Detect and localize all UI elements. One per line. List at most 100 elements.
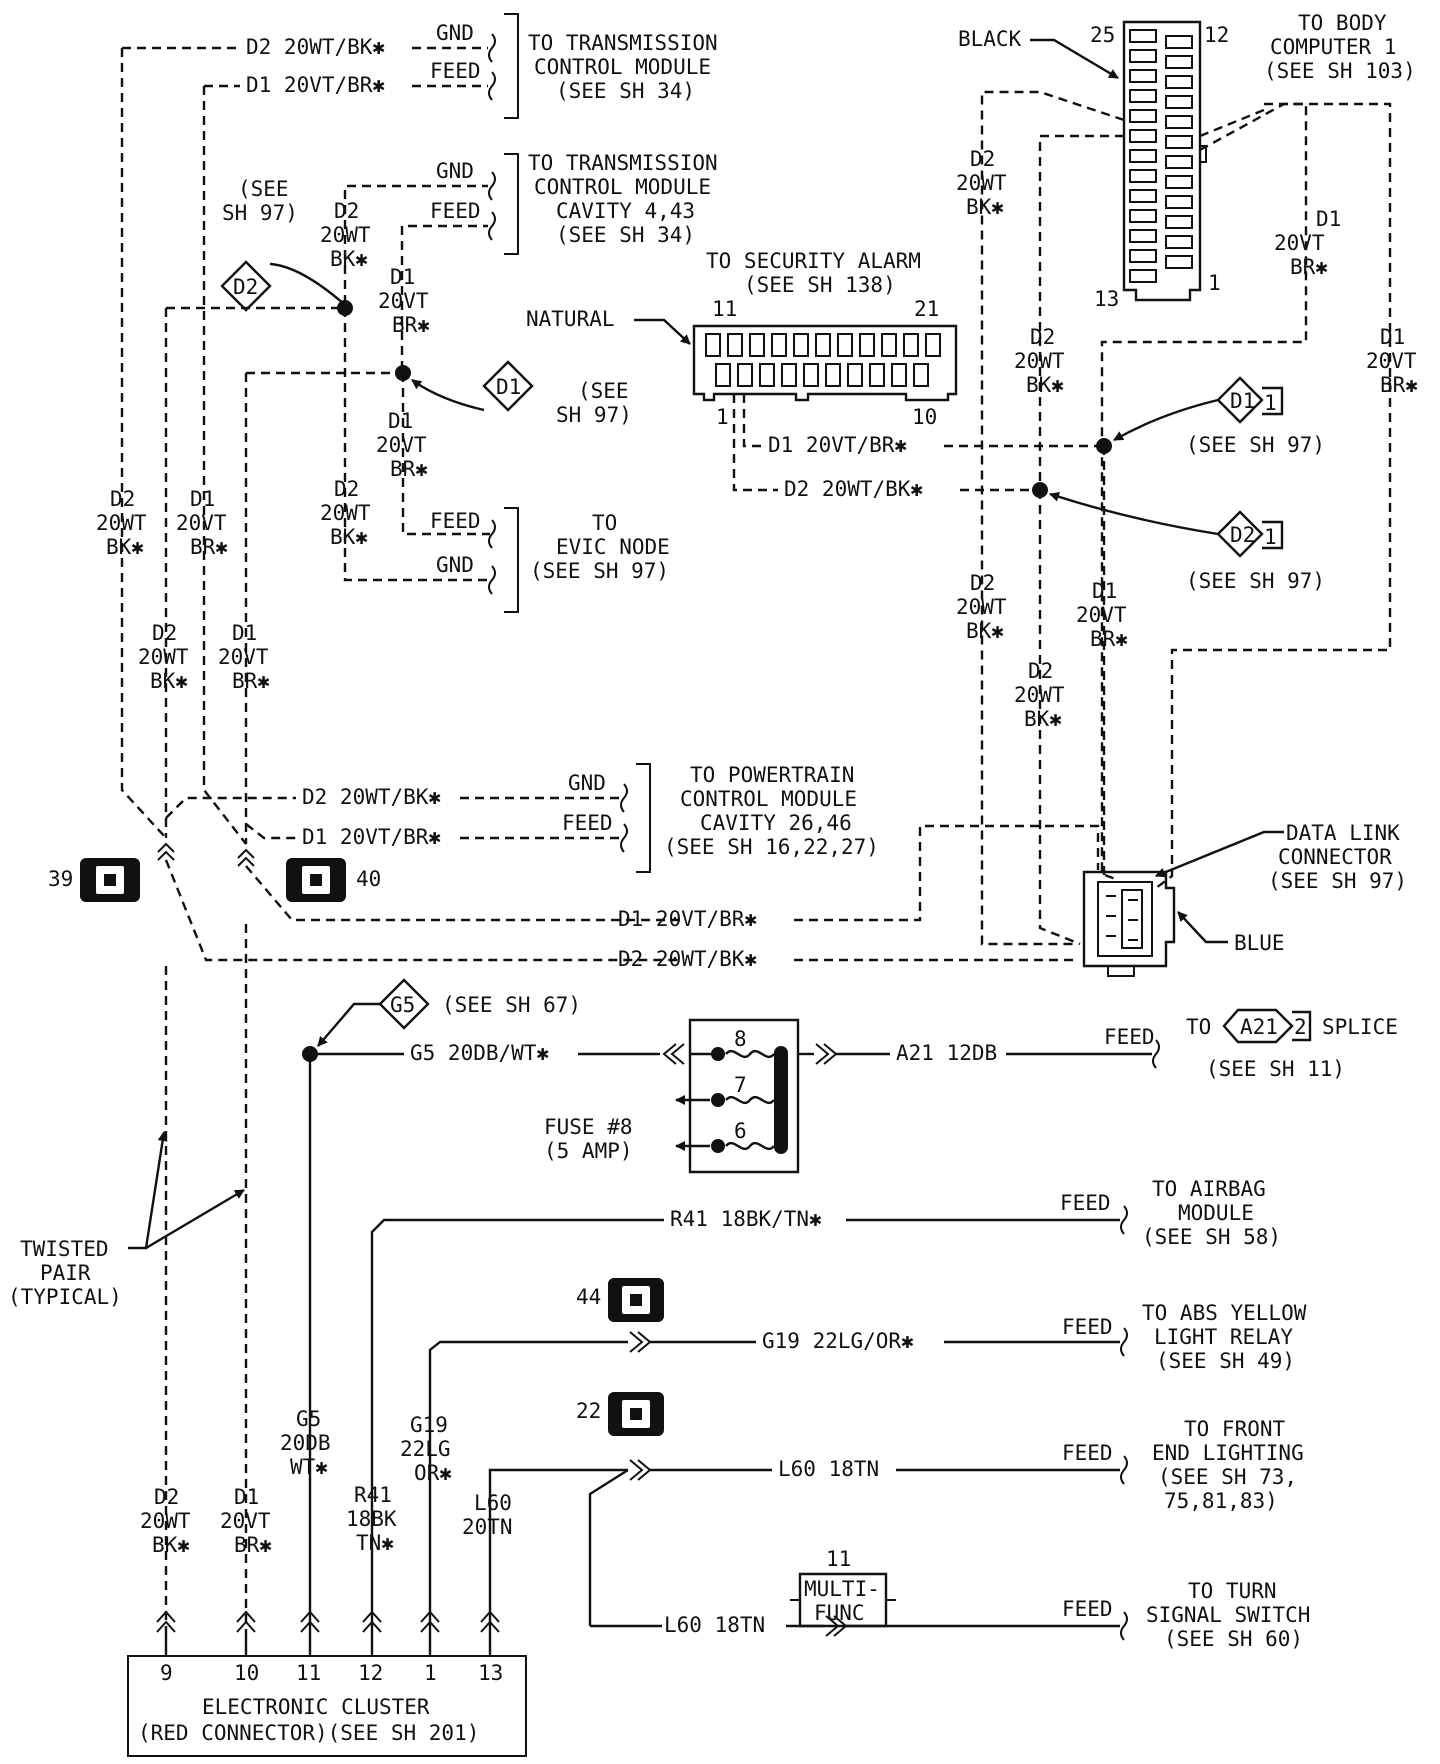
rc-d2b-3: BK✱ [1026,373,1064,397]
connector-caret [156,1610,176,1633]
twisted-1: TWISTED [20,1237,109,1261]
ground-40-icon: 40 [286,858,381,902]
mid2-d2-2: 20WT [320,501,371,525]
body-computer-connector: TO BODY COMPUTER 1 (SEE SH 103) BLACK 25… [958,11,1416,311]
rc-d1b-1: D1 [1380,325,1405,349]
splice-d2-right: D2 1 (SEE SH 97) [1032,482,1325,593]
evic-title-1: TO [592,511,617,535]
ptcm-connector: D2 20WT/BK✱ D1 20VT/BR✱ GND FEED TO POWE… [165,763,879,873]
body-cavity [1129,149,1157,163]
electronic-cluster: 9 10 11 12 1 13 ELECTRONIC CLUSTER (RED … [127,1655,527,1757]
body-cavity [1129,269,1157,283]
body-cavity [1165,95,1193,109]
airbag-feed: FEED [1060,1191,1111,1215]
splice-d2-right-tag: 1 [1264,525,1277,549]
ground39-label: 39 [48,867,73,891]
splice-d2-right-label: D2 [1230,523,1255,547]
evic-connector: FEED GND TO EVIC NODE (SEE SH 97) [430,507,670,613]
turn-feed: FEED [1062,1597,1113,1621]
airbag-circuit: R41 18BK/TN✱ FEED TO AIRBAG MODULE (SEE … [370,1177,1281,1634]
connector-caret [362,1610,382,1633]
security-pin21: 21 [914,297,939,321]
security-title-1: TO SECURITY ALARM [706,249,921,273]
body-cavity [1165,155,1193,169]
low-r41-2: 18BK [346,1507,397,1531]
rc-d2c-2: 20WT [956,595,1007,619]
body-cavity [1165,195,1193,209]
g5-splice: G5 (SEE SH 67) G5 20DB/WT✱ [302,978,660,1634]
g5-wire-label: G5 20DB/WT✱ [410,1041,549,1065]
evic-title-2: EVIC NODE [556,535,670,559]
body-cavity [1165,55,1193,69]
body-pin1: 1 [1208,271,1221,295]
left-d1-2: 20VT [176,511,227,535]
a21-to: TO [1186,1015,1211,1039]
security-pin11: 11 [712,297,737,321]
body-cavity [1165,135,1193,149]
low-d2-1: D2 [154,1485,179,1509]
splice-d1-right-see: (SEE SH 97) [1186,433,1325,457]
front-title-4: 75,81,83) [1164,1489,1278,1513]
see97a-2: SH 97) [222,201,298,225]
evic-feed-label: FEED [430,509,481,533]
dlc-d2-label: D2 20WT/BK✱ [618,947,757,971]
ground40-label: 40 [356,867,381,891]
mid2-d2-3: BK✱ [330,525,368,549]
ground44-label: 44 [576,1285,601,1309]
rc-d1c-3: BR✱ [1090,627,1128,651]
body-title-1: TO BODY [1298,11,1387,35]
abs-title-3: (SEE SH 49) [1156,1349,1295,1373]
airbag-title-1: TO AIRBAG [1152,1177,1266,1201]
connector-caret [236,1610,256,1633]
airbag-title-3: (SEE SH 58) [1142,1225,1281,1249]
mid-d1-1: D1 [390,265,415,289]
low-r41-1: R41 [354,1483,392,1507]
dlc-color: BLUE [1234,931,1285,955]
body-cavity [1129,89,1157,103]
body-cavity [1165,215,1193,229]
front-title-3: (SEE SH 73, [1158,1465,1297,1489]
fuse-p8: 8 [734,1027,747,1051]
tcm1-feed-label: FEED [430,59,481,83]
tcm1-connector: D2 20WT/BK✱ D1 20VT/BR✱ GND FEED TO TRAN… [122,13,718,119]
mid2-d2-1: D2 [334,477,359,501]
tcm2-title-1: TO TRANSMISSION [528,151,718,175]
abs-circuit: G19 22LG/OR✱ FEED TO ABS YELLOW LIGHT RE… [428,1301,1307,1634]
rc-d2b-1: D2 [1030,325,1055,349]
rc-d2a-2: 20WT [956,171,1007,195]
body-cavity [1129,209,1157,223]
body-cavity [1129,29,1157,43]
body-cavity [1129,129,1157,143]
rc-d2a-1: D2 [970,147,995,171]
cluster-pin-13: 13 [478,1661,503,1685]
rc-d1a-1: D1 [1316,207,1341,231]
body-cavity [1165,35,1193,49]
rc-d1a-2: 20VT [1274,231,1325,255]
low-l60-1: L60 [474,1491,512,1515]
ptcm-title-1: TO POWERTRAIN [690,763,854,787]
security-cavity [771,333,787,357]
low-g5-1: G5 [296,1407,321,1431]
security-cavity [925,333,941,357]
left-d2-1: D2 [110,487,135,511]
rc-d1b-2: 20VT [1366,349,1417,373]
rc-d1c-2: 20VT [1076,603,1127,627]
splice-d2-top: D2 D2 20WT BK✱ [166,199,490,582]
body-cavity [1129,249,1157,263]
a21-see: (SEE SH 11) [1206,1057,1345,1081]
fuse-label-2: (5 AMP) [544,1139,633,1163]
cluster-pin-12: 12 [358,1661,383,1685]
tcm2-connector: GND FEED TO TRANSMISSION CONTROL MODULE … [343,151,718,370]
inner-d1-3: BR✱ [232,669,270,693]
multifunction-switch: 11 MULTI- FUNC [790,1547,896,1628]
splice-d1-top: D1 (SEE SH 97) D1 20VT BR✱ D1 20VT BR✱ D… [246,265,632,549]
cluster-pin-9: 9 [160,1661,173,1685]
front-title-1: TO FRONT [1184,1417,1286,1441]
fuse-8: 8 7 6 FUSE #8 (5 AMP) A21 12DB [544,1018,1152,1174]
tcm2-title-3: CAVITY 4,43 [556,199,695,223]
security-cavity [803,363,819,387]
cluster-pin-1: 1 [424,1661,437,1685]
rc-d1a-3: BR✱ [1290,255,1328,279]
security-cavity [737,363,753,387]
mid-d2-1: D2 [334,199,359,223]
